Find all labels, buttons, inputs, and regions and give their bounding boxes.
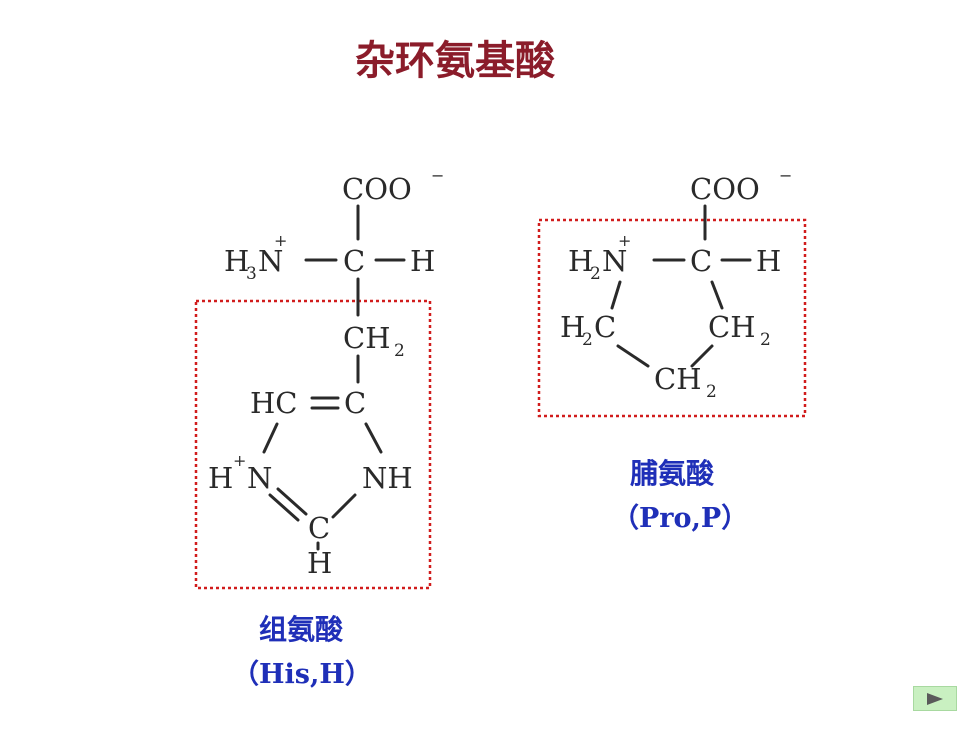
play-triangle-icon [927, 692, 943, 705]
pro-coo-label: COO [690, 172, 760, 206]
his-plus-charge: + [274, 231, 287, 250]
pro-bond-left-bottom [616, 344, 650, 368]
his-double-bond-bottom-1 [268, 493, 300, 522]
proline-abbr: （Pro,P） [612, 503, 749, 534]
pro-bond-n-ch2 [610, 280, 622, 310]
his-h3n-n: N [258, 244, 283, 278]
pro-ch2-bottom-sub: 2 [706, 382, 717, 402]
his-ring-n: N [247, 461, 272, 495]
pro-h2c-sub: 2 [582, 330, 593, 350]
pro-h2n-n: N [602, 244, 627, 278]
pro-minus-charge: − [779, 166, 792, 185]
his-h3n-h: H [224, 244, 249, 278]
histidine-structure: COO − H 3 N + C H CH 2 HC C H + N NH C H [194, 166, 444, 590]
pro-bond-right-bottom [690, 344, 714, 368]
his-ring-plus: + [233, 451, 246, 470]
proline-structure: COO − H 2 N + C H H 2 C CH 2 CH 2 [537, 166, 807, 418]
his-bond-right [364, 422, 383, 454]
his-ring-c2-h: H [307, 546, 332, 580]
his-ring-hc: HC [250, 386, 297, 420]
his-minus-charge: − [431, 166, 444, 185]
histidine-caption: 组氨酸 （His,H） [232, 608, 372, 691]
pro-h2n-sub: 2 [590, 264, 601, 284]
pro-alpha-c: C [690, 244, 712, 278]
his-double-bond-bottom-2 [276, 487, 308, 516]
his-bond-bottom-right [331, 493, 357, 519]
proline-ring-box [537, 218, 807, 418]
pro-h2c-c: C [594, 310, 616, 344]
his-alpha-c: C [343, 244, 365, 278]
pro-ch2-right-sub: 2 [760, 330, 771, 350]
histidine-abbr: （His,H） [232, 659, 372, 690]
his-ch2-sub: 2 [394, 341, 405, 361]
pro-plus-charge: + [618, 231, 631, 250]
page-title: 杂环氨基酸 [355, 38, 555, 84]
proline-caption: 脯氨酸 （Pro,P） [612, 452, 749, 535]
pro-bond-c-ch2 [710, 280, 724, 310]
next-slide-button[interactable] [913, 686, 957, 711]
his-ring-nh-h: H [208, 461, 233, 495]
his-coo-label: COO [342, 172, 412, 206]
histidine-name: 组氨酸 [258, 613, 343, 646]
his-h3n-sub: 3 [246, 264, 257, 284]
pro-h2n-h: H [568, 244, 593, 278]
his-ring-nh: NH [362, 461, 413, 495]
proline-name: 脯氨酸 [629, 457, 714, 490]
his-bond-left [262, 422, 279, 454]
pro-h2c-h: H [560, 310, 585, 344]
pro-ch2-right: CH [708, 310, 755, 344]
pro-alpha-h: H [756, 244, 781, 278]
pro-ch2-bottom: CH [654, 362, 701, 396]
histidine-side-chain-box [194, 299, 432, 590]
his-ring-c: C [344, 386, 366, 420]
his-alpha-h: H [410, 244, 435, 278]
his-ring-c2: C [308, 511, 330, 545]
his-ch2: CH [343, 321, 390, 355]
